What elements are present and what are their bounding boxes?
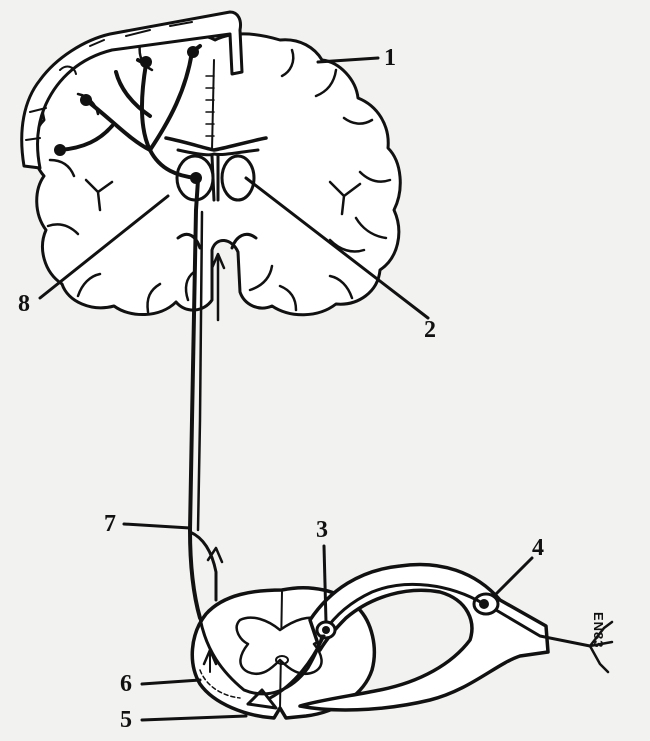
label-8: 8 [18, 292, 30, 316]
figure-code: EN83 [591, 612, 606, 649]
leader-6 [142, 680, 200, 684]
leader-7 [124, 524, 190, 528]
label-2: 2 [424, 318, 436, 342]
leader-4 [494, 558, 532, 596]
label-6: 6 [120, 672, 132, 696]
label-3: 3 [316, 518, 328, 542]
leader-1 [318, 58, 378, 62]
label-5: 5 [120, 708, 132, 732]
label-7: 7 [104, 512, 116, 536]
label-4: 4 [532, 536, 544, 560]
brain-section [34, 32, 401, 320]
leader-5 [142, 716, 246, 720]
label-1: 1 [384, 46, 396, 70]
leader-3 [324, 546, 326, 622]
